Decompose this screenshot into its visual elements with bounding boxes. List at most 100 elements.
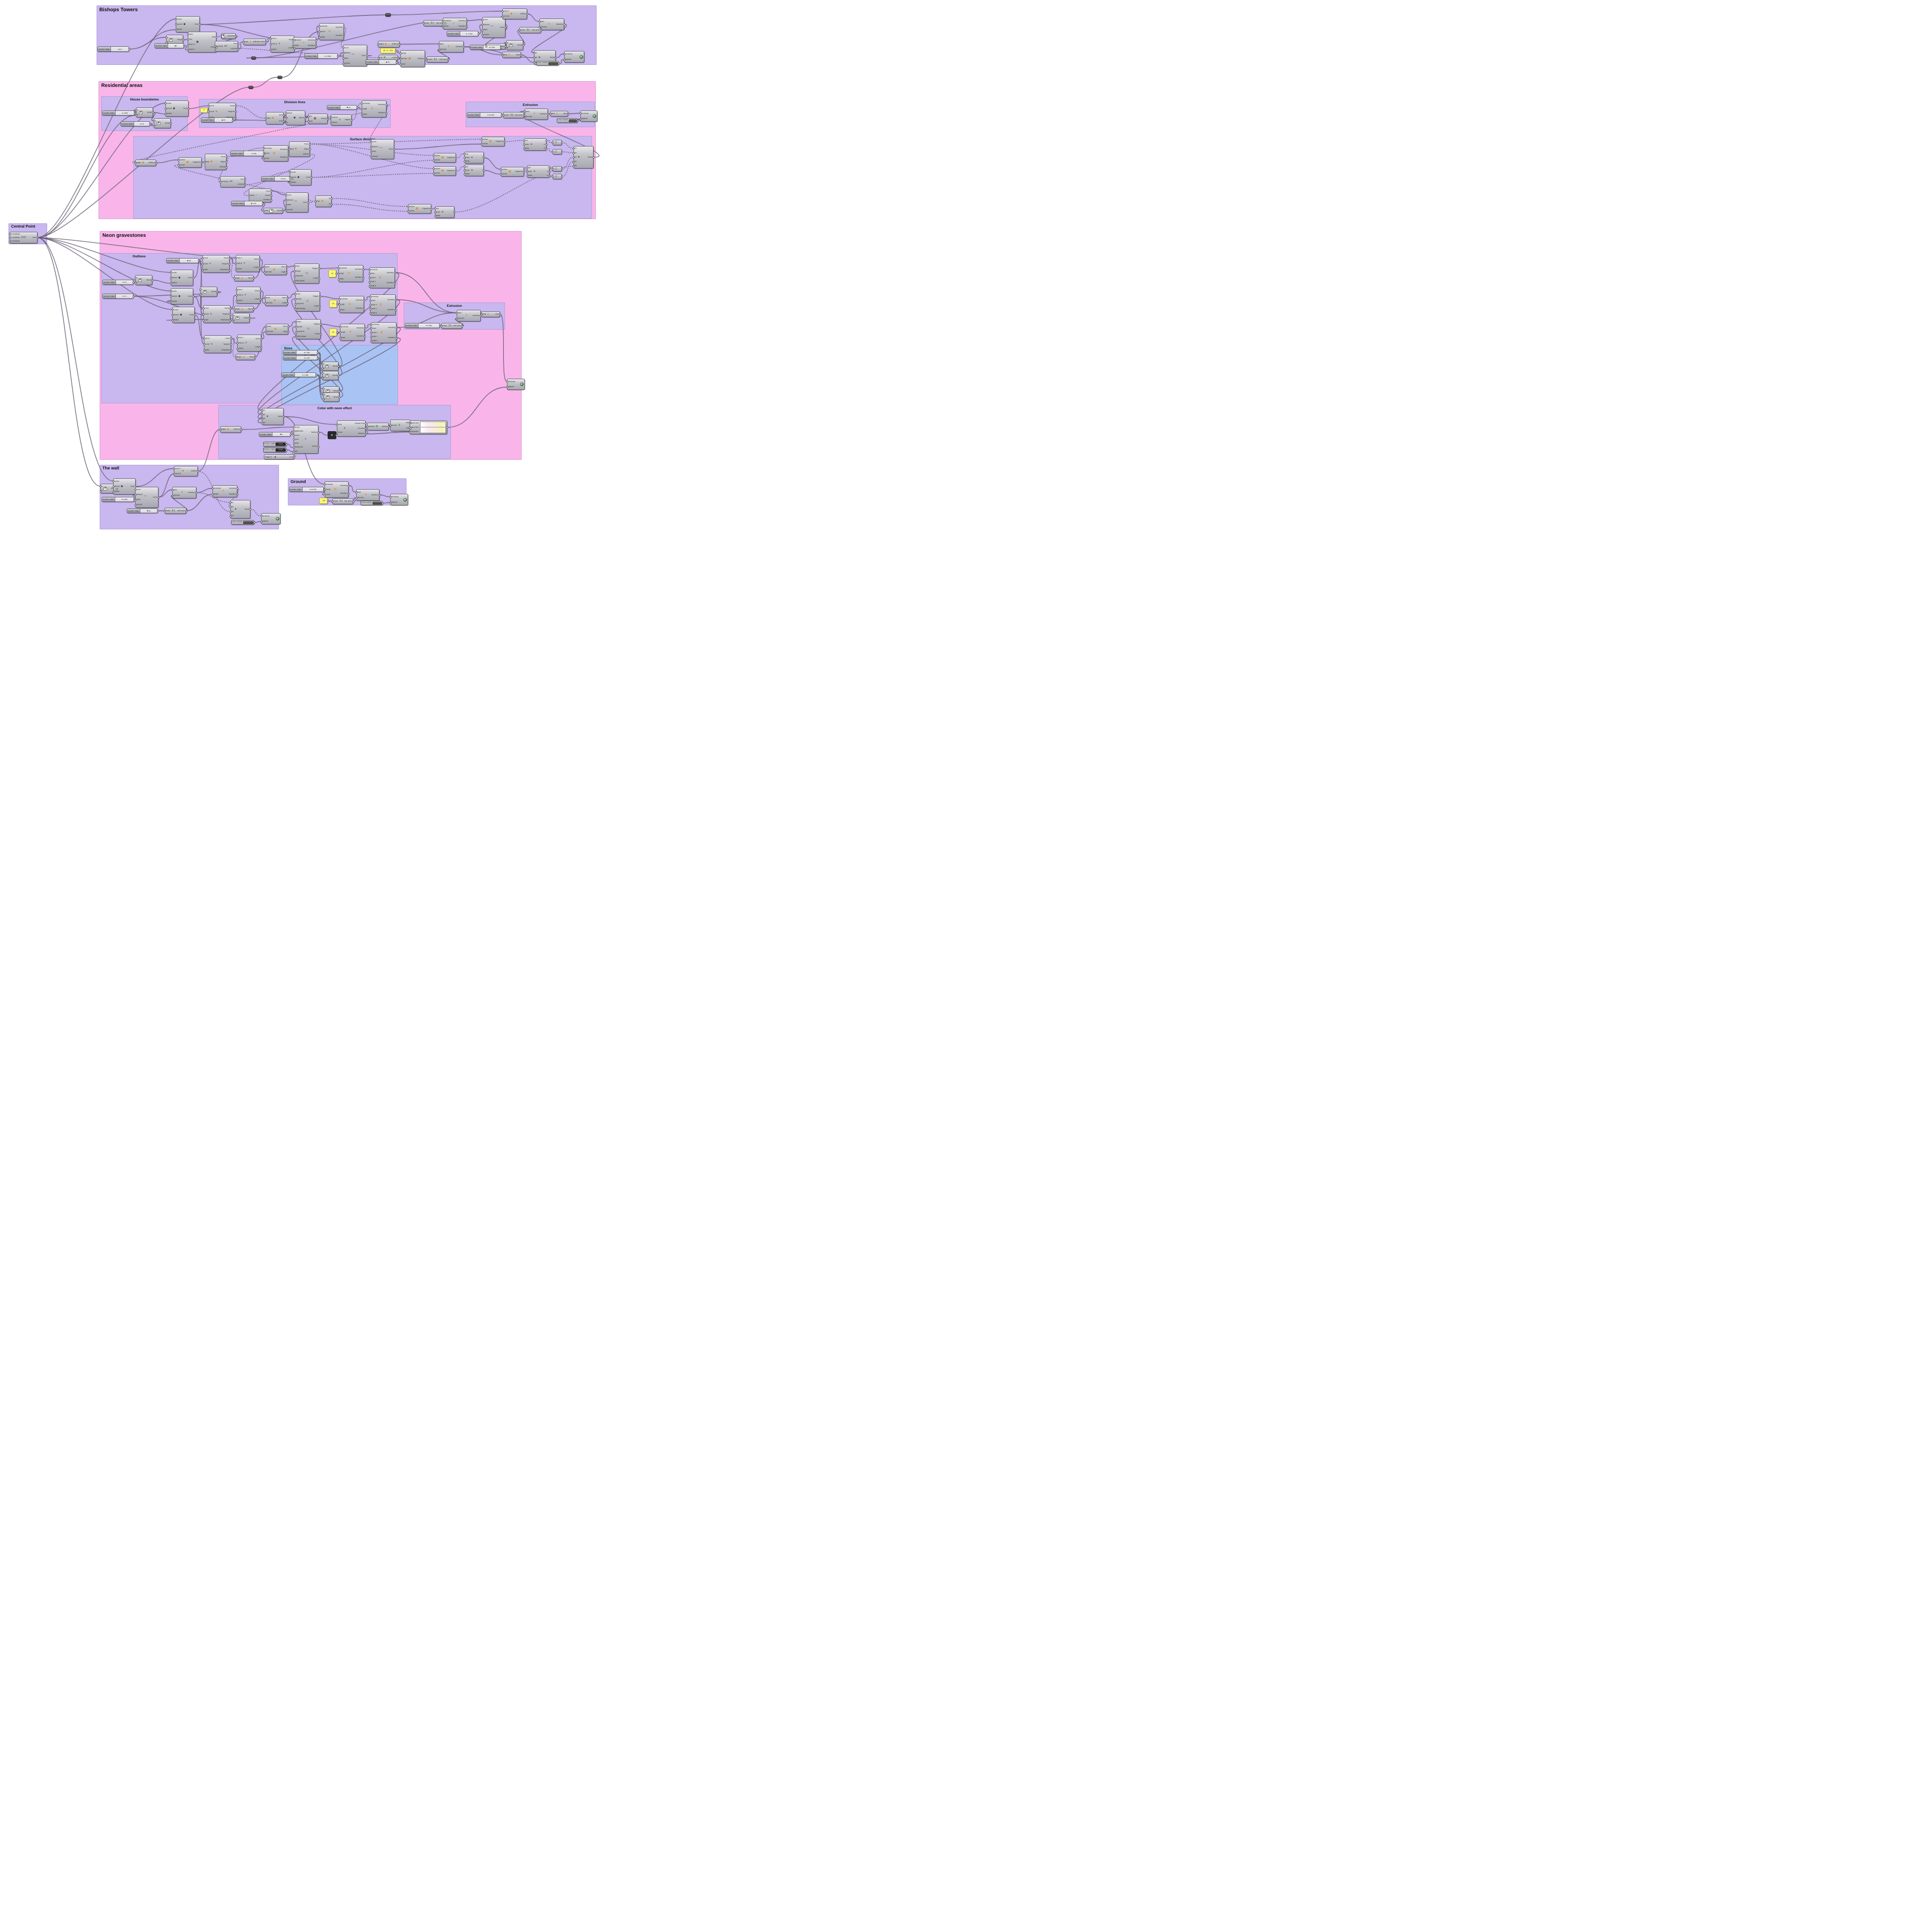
input-port[interactable] <box>230 506 232 509</box>
input-port[interactable] <box>533 52 536 54</box>
input-port[interactable] <box>202 307 205 310</box>
output-port[interactable] <box>157 510 159 512</box>
output-port[interactable] <box>229 263 231 265</box>
input-port[interactable] <box>433 159 435 162</box>
input-port[interactable] <box>338 273 340 275</box>
input-port[interactable] <box>178 164 180 167</box>
input-port[interactable] <box>9 233 11 235</box>
swatch-color[interactable] <box>372 502 382 505</box>
input-port[interactable] <box>208 111 210 113</box>
swatch-color[interactable] <box>568 119 577 122</box>
output-port[interactable] <box>196 492 198 494</box>
gradient-preview[interactable] <box>420 422 446 433</box>
input-port[interactable] <box>134 162 137 164</box>
output-port[interactable] <box>283 121 285 123</box>
slider-knob[interactable]: ● <box>466 32 467 35</box>
input-port[interactable] <box>9 237 11 239</box>
output-port[interactable] <box>170 122 172 125</box>
input-port[interactable] <box>295 326 298 328</box>
output-port[interactable] <box>319 296 321 298</box>
input-port[interactable] <box>265 326 267 328</box>
g_s1[interactable]: Number Slider●10.000 <box>289 487 324 492</box>
sd_s2[interactable]: Number Slider●5.61 <box>261 176 292 181</box>
output-port[interactable] <box>192 277 195 279</box>
output-port[interactable] <box>183 45 185 47</box>
cn_s1[interactable]: Number Slider◆3 <box>259 432 291 437</box>
slider-value[interactable]: ●2.454 <box>296 356 317 360</box>
input-port[interactable] <box>361 114 363 116</box>
output-port[interactable] <box>293 456 296 458</box>
explode1[interactable]: Data⁂{0;0}{0;1} <box>266 112 284 124</box>
output-port[interactable] <box>253 308 255 311</box>
output-port[interactable] <box>235 117 237 119</box>
slider-knob[interactable]: ● <box>324 55 326 57</box>
output-port[interactable] <box>37 237 39 239</box>
input-port[interactable] <box>289 177 291 179</box>
output-port[interactable] <box>555 57 557 59</box>
input-port[interactable] <box>370 146 372 148</box>
input-port[interactable] <box>539 26 541 29</box>
input-port[interactable] <box>526 167 529 169</box>
output-port[interactable] <box>230 349 233 352</box>
output-port[interactable] <box>260 299 262 301</box>
output-port[interactable] <box>287 331 290 333</box>
srf_param1[interactable]: ⬡ <box>553 140 562 145</box>
input-port[interactable] <box>338 267 340 269</box>
output-port[interactable] <box>505 27 507 29</box>
output-port[interactable] <box>259 267 261 269</box>
output-port[interactable] <box>152 112 155 114</box>
input-port[interactable] <box>321 368 324 370</box>
input-port[interactable] <box>322 394 325 396</box>
output-port[interactable] <box>226 161 228 163</box>
w_s1[interactable]: Number Slider●4.250 <box>102 497 134 502</box>
output-port[interactable] <box>466 26 468 28</box>
xyplane3[interactable]: Origin◿Plane <box>236 354 255 360</box>
input-port[interactable] <box>187 49 189 51</box>
input-port[interactable] <box>369 273 371 275</box>
input-port[interactable] <box>236 300 238 302</box>
input-port[interactable] <box>9 241 11 243</box>
bt_s1[interactable]: Number Slider●8.4 <box>97 46 129 52</box>
output-port[interactable] <box>523 114 526 117</box>
input-port[interactable] <box>212 487 214 490</box>
input-port[interactable] <box>400 52 402 54</box>
input-port[interactable] <box>235 257 237 259</box>
input-port[interactable] <box>456 318 458 320</box>
output-port[interactable] <box>500 46 502 49</box>
input-port[interactable] <box>112 491 115 493</box>
output-port[interactable] <box>343 27 345 29</box>
input-port[interactable] <box>485 46 488 48</box>
slider-knob[interactable]: ● <box>281 178 282 180</box>
input-port[interactable] <box>270 43 272 46</box>
input-port[interactable] <box>533 57 536 59</box>
input-port[interactable] <box>265 117 267 120</box>
output-port[interactable] <box>343 35 345 37</box>
input-port[interactable] <box>135 114 138 116</box>
input-port[interactable] <box>355 491 358 493</box>
output-port[interactable] <box>244 178 247 180</box>
slider-knob[interactable]: ● <box>302 374 304 376</box>
input-port[interactable] <box>112 486 115 488</box>
input-port[interactable] <box>481 313 483 316</box>
input-port[interactable] <box>134 504 137 507</box>
output-port[interactable] <box>194 314 196 316</box>
output-port[interactable] <box>199 24 201 26</box>
input-port[interactable] <box>170 301 172 303</box>
input-port[interactable] <box>294 265 296 267</box>
slider-value[interactable]: ●7.353 <box>296 350 317 354</box>
